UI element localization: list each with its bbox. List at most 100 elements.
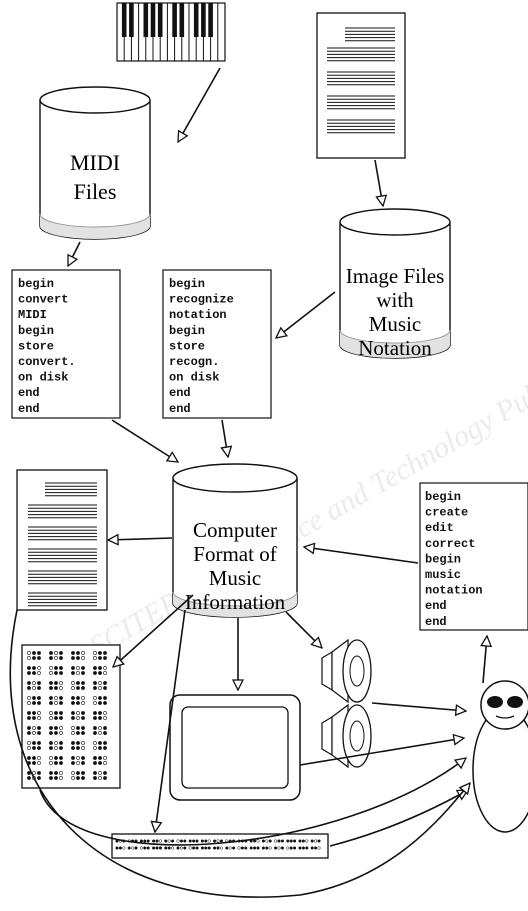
arrow-person-to-editor bbox=[483, 636, 487, 684]
braille-dot bbox=[54, 756, 58, 760]
braille-dot bbox=[37, 711, 41, 715]
braille-dot bbox=[54, 741, 58, 745]
black-key bbox=[121, 3, 127, 37]
braille-dot bbox=[81, 771, 85, 775]
braille-dot bbox=[71, 771, 75, 775]
braille-dot bbox=[27, 771, 31, 775]
braille-dot bbox=[253, 839, 257, 843]
convert-midi-code-box: begin convert MIDI begin store convert. … bbox=[11, 269, 121, 419]
braille-dot bbox=[204, 846, 208, 850]
braille-dot bbox=[27, 686, 31, 690]
braille-dot bbox=[27, 651, 31, 655]
black-key bbox=[150, 3, 156, 37]
braille-dot bbox=[59, 701, 63, 705]
braille-dot bbox=[32, 671, 36, 675]
recognize-notation-code-box: begin recognize notation begin store rec… bbox=[162, 269, 272, 419]
braille-dot bbox=[240, 846, 244, 850]
braille-dot bbox=[32, 726, 36, 730]
braille-dot bbox=[32, 756, 36, 760]
braille-dot bbox=[98, 711, 102, 715]
braille-dot bbox=[59, 696, 63, 700]
braille-dot bbox=[103, 686, 107, 690]
black-key bbox=[193, 3, 199, 37]
braille-dot bbox=[301, 846, 305, 850]
braille-dot bbox=[127, 846, 131, 850]
braille-dot bbox=[27, 666, 31, 670]
braille-dot bbox=[93, 741, 97, 745]
braille-dot bbox=[81, 696, 85, 700]
arrow-score-to-image bbox=[374, 159, 383, 206]
code-line: begin bbox=[169, 277, 205, 291]
braille-dot bbox=[146, 839, 150, 843]
braille-dot bbox=[207, 839, 211, 843]
braille-dot bbox=[167, 839, 171, 843]
braille-dot bbox=[27, 711, 31, 715]
black-key bbox=[208, 3, 213, 37]
code-line: create bbox=[425, 506, 468, 520]
braille-dot bbox=[49, 681, 53, 685]
braille-dot bbox=[93, 656, 97, 660]
braille-dot bbox=[146, 846, 150, 850]
braille-dot bbox=[71, 711, 75, 715]
braille-dot bbox=[27, 746, 31, 750]
braille-dot bbox=[71, 756, 75, 760]
arrow-computer-to-braille-line bbox=[155, 609, 186, 832]
code-line: end bbox=[169, 386, 191, 400]
braille-dot bbox=[143, 846, 147, 850]
braille-dot bbox=[179, 839, 183, 843]
braille-dot bbox=[81, 711, 85, 715]
image-files-label-4: Notation bbox=[358, 336, 432, 360]
braille-dot bbox=[249, 846, 253, 850]
braille-dot bbox=[118, 846, 122, 850]
braille-dot bbox=[54, 666, 58, 670]
braille-dot bbox=[93, 651, 97, 655]
braille-dot bbox=[103, 681, 107, 685]
braille-dot bbox=[54, 686, 58, 690]
code-line: end bbox=[169, 402, 191, 416]
code-line: store bbox=[18, 339, 54, 353]
braille-dot bbox=[176, 846, 180, 850]
braille-dot bbox=[98, 696, 102, 700]
braille-dot bbox=[32, 656, 36, 660]
braille-dot bbox=[103, 701, 107, 705]
braille-dot bbox=[256, 839, 260, 843]
braille-dot bbox=[164, 846, 168, 850]
braille-dot bbox=[37, 776, 41, 780]
braille-dot bbox=[32, 711, 36, 715]
code-line: begin bbox=[18, 324, 54, 338]
braille-dot bbox=[103, 746, 107, 750]
braille-dot bbox=[49, 741, 53, 745]
braille-dot bbox=[81, 701, 85, 705]
sheet-music-page-icon bbox=[316, 12, 406, 159]
braille-dot bbox=[195, 846, 199, 850]
image-files-label-3: Music bbox=[369, 312, 422, 336]
braille-dot bbox=[134, 846, 138, 850]
braille-dot bbox=[54, 776, 58, 780]
braille-dot bbox=[98, 686, 102, 690]
braille-dot bbox=[93, 701, 97, 705]
braille-dot bbox=[49, 756, 53, 760]
braille-dot bbox=[213, 839, 217, 843]
braille-dot bbox=[219, 839, 223, 843]
braille-dot bbox=[32, 761, 36, 765]
braille-dot bbox=[81, 666, 85, 670]
braille-dot bbox=[237, 846, 241, 850]
braille-dot bbox=[27, 756, 31, 760]
braille-dot bbox=[54, 731, 58, 735]
arrow-computer-to-printed-score bbox=[108, 538, 173, 540]
braille-dot bbox=[49, 776, 53, 780]
braille-dot bbox=[27, 671, 31, 675]
braille-dot bbox=[27, 701, 31, 705]
braille-dot bbox=[143, 839, 147, 843]
braille-dot bbox=[54, 671, 58, 675]
code-line: on disk bbox=[169, 371, 219, 385]
braille-dot bbox=[37, 651, 41, 655]
braille-dot bbox=[310, 846, 314, 850]
braille-dot bbox=[32, 701, 36, 705]
braille-dot bbox=[54, 651, 58, 655]
braille-dot bbox=[54, 716, 58, 720]
braille-dot bbox=[93, 671, 97, 675]
braille-dot bbox=[27, 696, 31, 700]
braille-dot bbox=[98, 731, 102, 735]
braille-dot bbox=[93, 716, 97, 720]
